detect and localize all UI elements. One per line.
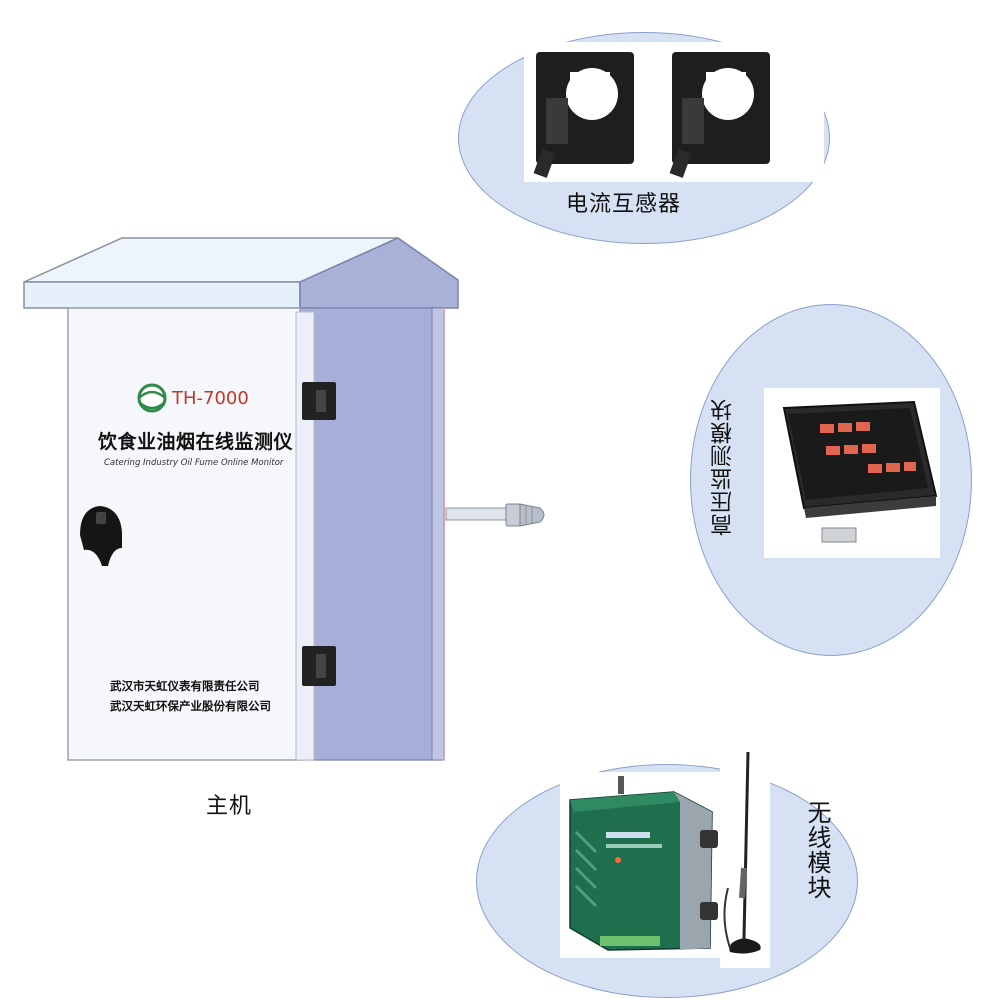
current-transformer-right-icon bbox=[669, 52, 770, 178]
cabinet-side bbox=[299, 307, 441, 761]
company-name-1: 武汉市天虹仪表有限责任公司 bbox=[110, 679, 260, 693]
model-number: TH-7000 bbox=[172, 388, 249, 409]
device-title-en: Catering Industry Oil Fume Online Monito… bbox=[104, 458, 284, 468]
company-name-2: 武汉天虹环保产业股份有限公司 bbox=[110, 699, 271, 713]
high-voltage-module-photo bbox=[764, 388, 940, 558]
host-caption: 主机 bbox=[206, 794, 253, 819]
current-transformer-label: 电流互感器 bbox=[566, 192, 682, 217]
lock-icon bbox=[80, 506, 122, 566]
antenna-icon bbox=[720, 748, 770, 968]
current-transformer-photo bbox=[524, 42, 824, 182]
digit-display-icon bbox=[820, 422, 916, 473]
wireless-module-photo bbox=[560, 772, 730, 958]
cabinet-roof-fascia bbox=[23, 281, 301, 309]
cabinet-drawing bbox=[23, 237, 545, 761]
cabinet-roof-side bbox=[299, 237, 459, 309]
high-voltage-module-label: 高压监测模块 bbox=[711, 398, 736, 536]
current-transformer-left-icon bbox=[533, 52, 634, 178]
wireless-module-label: 无线模块 bbox=[803, 800, 831, 900]
probe-pipe bbox=[445, 507, 509, 521]
device-title-cn: 饮食业油烟在线监测仪 bbox=[98, 431, 294, 453]
host-cabinet: TH-7000 饮食业油烟在线监测仪 Catering Industry Oil… bbox=[0, 0, 560, 830]
